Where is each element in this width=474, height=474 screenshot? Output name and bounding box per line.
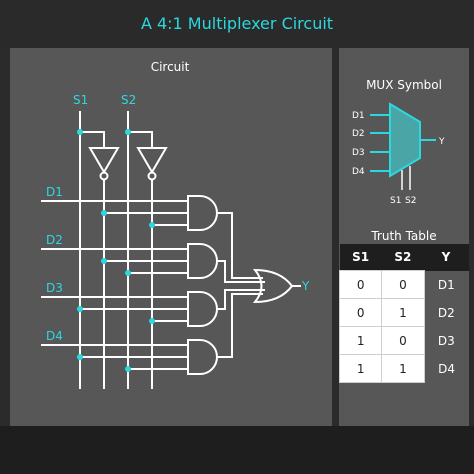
and-gate-3	[187, 291, 218, 327]
cell: 0	[338, 298, 383, 327]
s1-label: S1	[73, 93, 88, 107]
junction-dot	[77, 354, 83, 360]
table-row: 1 1 D4	[338, 354, 469, 383]
d4-label: D4	[46, 329, 63, 343]
header-s2: S2	[381, 244, 425, 271]
mux-d1-label: D1	[352, 111, 365, 121]
s2-label: S2	[121, 93, 136, 107]
and-gate-2	[187, 243, 218, 279]
page-title: A 4:1 Multiplexer Circuit	[140, 14, 334, 33]
mux-d3-label: D3	[352, 148, 365, 158]
junction-dot	[125, 129, 131, 135]
or-gate	[252, 268, 294, 304]
cell: 0	[381, 270, 425, 299]
mux-y-label: Y	[438, 137, 445, 147]
cell: 0	[381, 326, 425, 355]
junction-dot	[149, 222, 155, 228]
truth-table-header: S1 S2 Y	[339, 244, 469, 271]
header-y: Y	[424, 244, 469, 271]
and-gate-4	[187, 339, 218, 375]
d3-label: D3	[46, 281, 63, 295]
cell: 0	[338, 270, 383, 299]
table-row: 1 0 D3	[338, 326, 469, 355]
junction-dot	[77, 306, 83, 312]
circuit-panel	[10, 48, 332, 426]
junction-dot	[149, 318, 155, 324]
mux-s2-label: S2	[405, 196, 416, 206]
mux-s1-label: S1	[390, 196, 401, 206]
s1-inverter-bubble	[99, 171, 109, 181]
s2-inverter	[136, 147, 168, 174]
cell: D4	[424, 354, 469, 383]
and2-out-wire	[216, 260, 265, 283]
junction-dot	[125, 366, 131, 372]
mux-d2-label: D2	[352, 129, 365, 139]
truth-table-title: Truth Table	[371, 229, 437, 243]
junction-dot	[125, 270, 131, 276]
and-gate-1	[187, 195, 218, 231]
d2-label: D2	[46, 233, 63, 247]
d1-label: D1	[46, 185, 63, 199]
mux-body	[389, 102, 421, 178]
junction-dot	[77, 129, 83, 135]
and4-out-wire	[216, 293, 263, 358]
table-row: 0 1 D2	[338, 298, 469, 327]
mux-d4-label: D4	[352, 167, 365, 177]
mux-symbol-title: MUX Symbol	[366, 78, 442, 92]
cell: 1	[381, 298, 425, 327]
cell: 1	[338, 354, 383, 383]
output-label: Y	[301, 279, 310, 293]
and3-out-wire	[216, 289, 265, 310]
junction-dot	[101, 210, 107, 216]
and1-out-wire	[216, 212, 263, 279]
s2-inverter-bubble	[147, 171, 157, 181]
cell: 1	[338, 326, 383, 355]
s2-tap-wire	[127, 131, 153, 149]
junction-dots	[77, 129, 155, 372]
s1-tap-wire	[79, 131, 105, 149]
cell: 1	[381, 354, 425, 383]
truth-table: S1 S2 Y 0 0 D1 0 1 D2 1 0 D3 1 1 D4	[338, 244, 469, 383]
cell: D2	[424, 298, 469, 327]
cell: D1	[424, 270, 469, 299]
table-row: 0 0 D1	[338, 270, 469, 299]
junction-dot	[101, 258, 107, 264]
title-bar: A 4:1 Multiplexer Circuit	[0, 0, 474, 48]
circuit-title: Circuit	[150, 60, 190, 74]
header-s1: S1	[339, 244, 382, 271]
cell: D3	[424, 326, 469, 355]
bottom-bar	[0, 426, 474, 474]
s1-inverter	[88, 147, 120, 174]
